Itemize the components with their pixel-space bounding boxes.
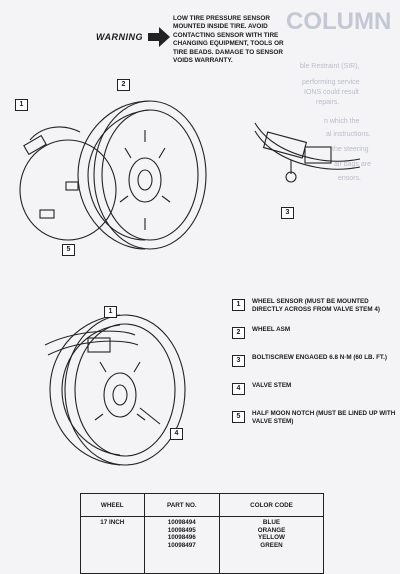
callout-1: 1 (104, 306, 117, 318)
table-header-wheel: WHEEL (80, 493, 145, 517)
legend-text: HALF MOON NOTCH (MUST BE LINED UP WITH V… (252, 410, 396, 426)
callout-3: 3 (281, 207, 294, 219)
background-line: n which the (324, 118, 360, 125)
wheel-color-code-table: WHEEL PART NO. COLOR CODE 17 INCH 100984… (80, 493, 324, 574)
color-code-cell: BLUE ORANGE YELLOW GREEN (219, 516, 324, 574)
band-bolt-detail-drawing (254, 122, 361, 183)
part-number-cell: 10098494 10098495 10098496 10098497 (143, 516, 221, 574)
wheel-sensor-band-drawing (19, 100, 207, 250)
background-line: al instructions. (326, 131, 371, 138)
legend-number: 2 (232, 327, 245, 339)
background-line: repairs. (316, 99, 340, 106)
color-code: ORANGE (257, 526, 286, 534)
part-number: 10098494 (167, 519, 196, 526)
background-title: COLUMN (286, 8, 392, 35)
legend-text: BOLT/SCREW ENGAGED 6.8 N·m (60 lb. ft.) (252, 354, 387, 361)
part-number: 10098497 (167, 541, 196, 549)
legend-text: VALVE STEM (252, 382, 292, 389)
warning-text: LOW TIRE PRESSURE SENSOR MOUNTED INSIDE … (173, 15, 284, 65)
warning-label: WARNING (96, 32, 143, 42)
legend-item: 5 HALF MOON NOTCH (MUST BE LINED UP WITH… (232, 410, 400, 438)
color-code: GREEN (260, 541, 283, 549)
background-line: air bags are (334, 161, 371, 168)
color-code: BLUE (262, 519, 281, 526)
parts-legend: 1 WHEEL SENSOR (MUST BE MOUNTED DIRECTLY… (232, 298, 400, 438)
table-header-part-no: PART NO. (143, 493, 221, 517)
legend-number: 5 (232, 411, 245, 423)
legend-number: 1 (232, 299, 245, 311)
background-line: ensors. (338, 175, 361, 182)
wheel-assembly-drawing (44, 314, 186, 466)
color-code: YELLOW (258, 534, 285, 541)
background-line: the steering (332, 146, 369, 153)
wheel-cell: 17 INCH (80, 516, 145, 574)
legend-text: WHEEL ASM (252, 326, 291, 333)
legend-item: 2 WHEEL ASM (232, 326, 400, 354)
warning-arrow-icon (148, 27, 170, 47)
legend-number: 4 (232, 383, 245, 395)
background-line: ble Restraint (SIR), (300, 63, 360, 70)
legend-text: WHEEL SENSOR (MUST BE MOUNTED DIRECTLY A… (252, 298, 380, 314)
legend-item: 4 VALVE STEM (232, 382, 400, 410)
table-row: 17 INCH 10098494 10098495 10098496 10098… (80, 516, 324, 574)
callout-2: 2 (117, 79, 130, 91)
background-line: performing service (302, 79, 360, 86)
part-number: 10098496 (167, 534, 196, 541)
callout-1: 1 (15, 99, 28, 111)
callout-4: 4 (170, 428, 183, 440)
part-number: 10098495 (167, 526, 196, 534)
background-line: IONS could result (304, 89, 359, 96)
table-header-color-code: COLOR CODE (219, 493, 324, 517)
legend-item: 1 WHEEL SENSOR (MUST BE MOUNTED DIRECTLY… (232, 298, 400, 326)
callout-5: 5 (62, 244, 75, 256)
legend-number: 3 (232, 355, 245, 367)
legend-item: 3 BOLT/SCREW ENGAGED 6.8 N·m (60 lb. ft.… (232, 354, 400, 382)
